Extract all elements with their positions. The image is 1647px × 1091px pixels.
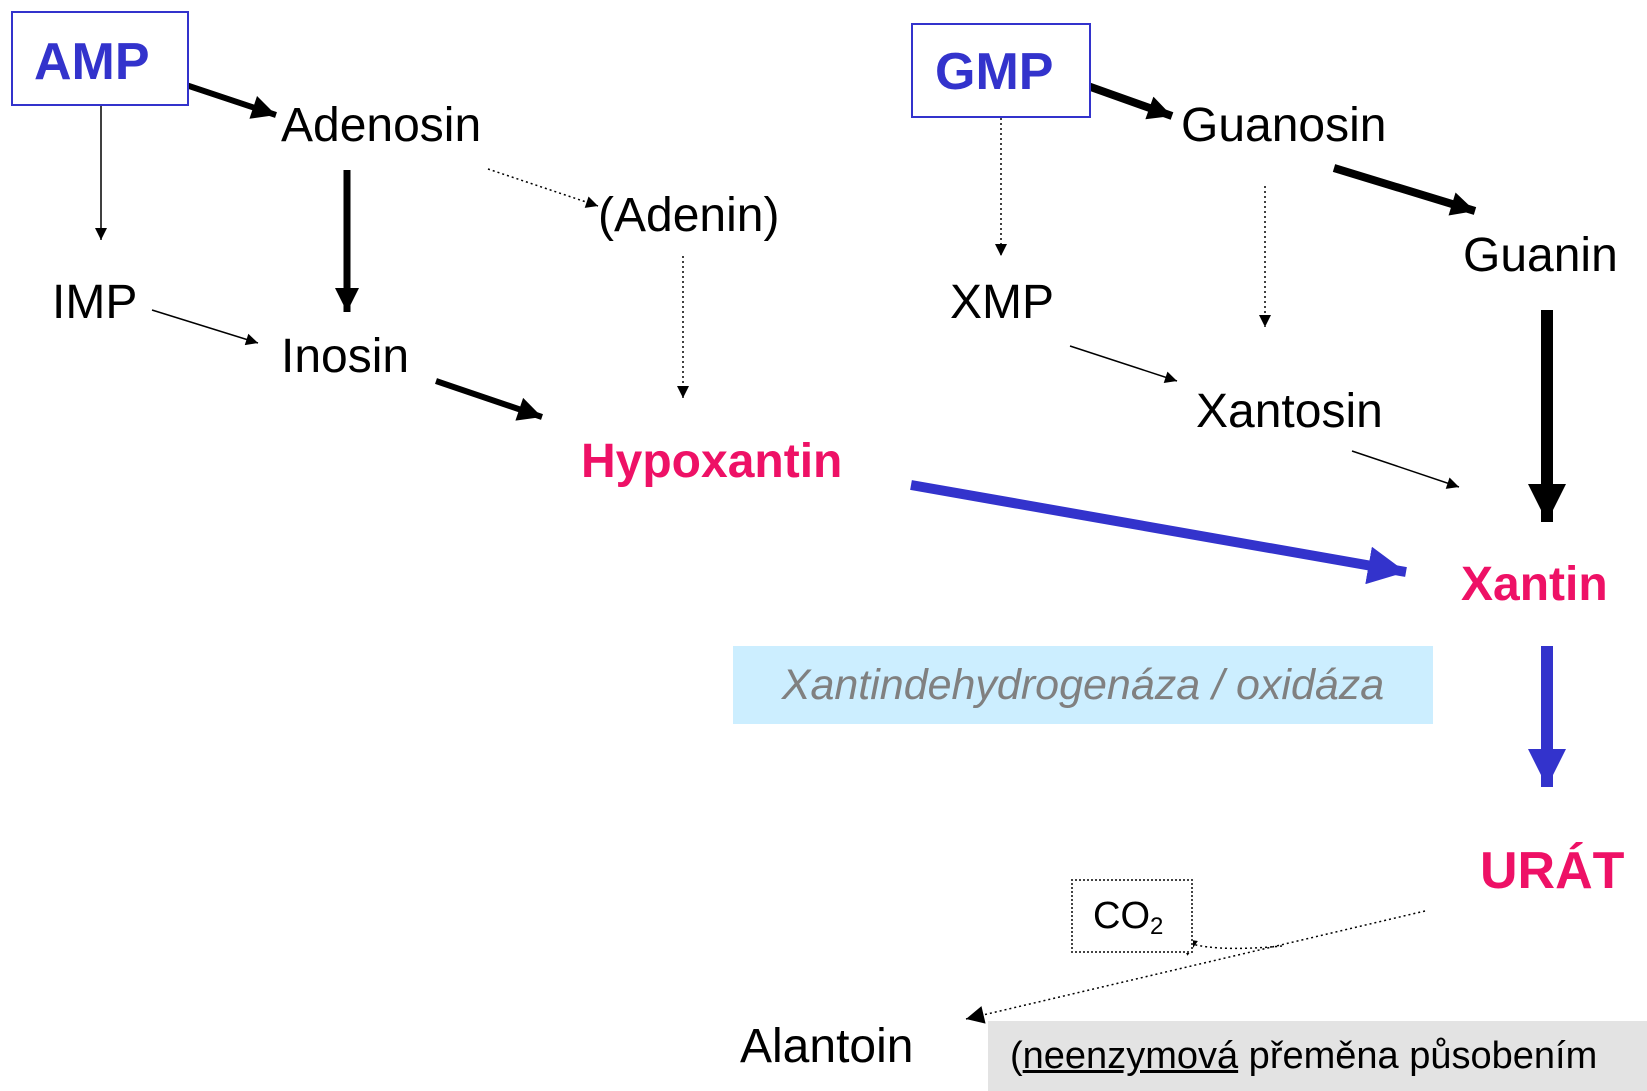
note-rest: přeměna působením — [1238, 1035, 1598, 1077]
node-alantoin: Alantoin — [740, 1020, 914, 1073]
node-xmp: XMP — [950, 276, 1055, 329]
co2-label: CO2 — [1093, 897, 1163, 939]
note-box — [988, 1021, 1647, 1091]
amp-box — [11, 11, 189, 106]
node-xantin: Xantin — [1461, 558, 1608, 611]
node-inosin: Inosin — [281, 330, 410, 383]
note-text: (neenzymová přeměna působením — [1010, 1037, 1597, 1075]
node-guanosin: Guanosin — [1181, 99, 1387, 152]
arrow-xantosin-xantin — [1351, 450, 1460, 489]
node-adenosin: Adenosin — [281, 99, 482, 152]
arrow-imp-inosin — [151, 309, 259, 346]
node-adenin: (Adenin) — [598, 189, 780, 242]
note-open-paren: ( — [1010, 1035, 1023, 1077]
node-hypoxantin: Hypoxantin — [581, 435, 843, 488]
node-xantosin: Xantosin — [1196, 385, 1383, 438]
arrow-urat-alantoin — [965, 910, 1426, 1024]
enzyme-label: Xantindehydrogenáza / oxidáza — [733, 646, 1433, 724]
node-gmp: GMP — [935, 43, 1054, 101]
arrow-adenosin-adenin — [487, 168, 599, 208]
node-imp: IMP — [52, 276, 138, 329]
arrow-guanosin-guanin — [1332, 164, 1477, 216]
co2-subscript: 2 — [1150, 913, 1164, 940]
arrow-hypoxantin-xantin — [910, 480, 1407, 585]
note-underlined: neenzymová — [1022, 1035, 1239, 1077]
co2-box — [1071, 879, 1193, 953]
node-amp: AMP — [34, 33, 150, 91]
node-urat: URÁT — [1480, 842, 1625, 900]
arrow-to-co2 — [1177, 937, 1283, 956]
arrow-inosin-hypoxantin — [435, 378, 543, 421]
node-guanin: Guanin — [1463, 229, 1618, 282]
gmp-box — [911, 23, 1091, 118]
co2-base: CO — [1093, 895, 1150, 937]
arrow-xmp-xantosin — [1069, 345, 1178, 383]
